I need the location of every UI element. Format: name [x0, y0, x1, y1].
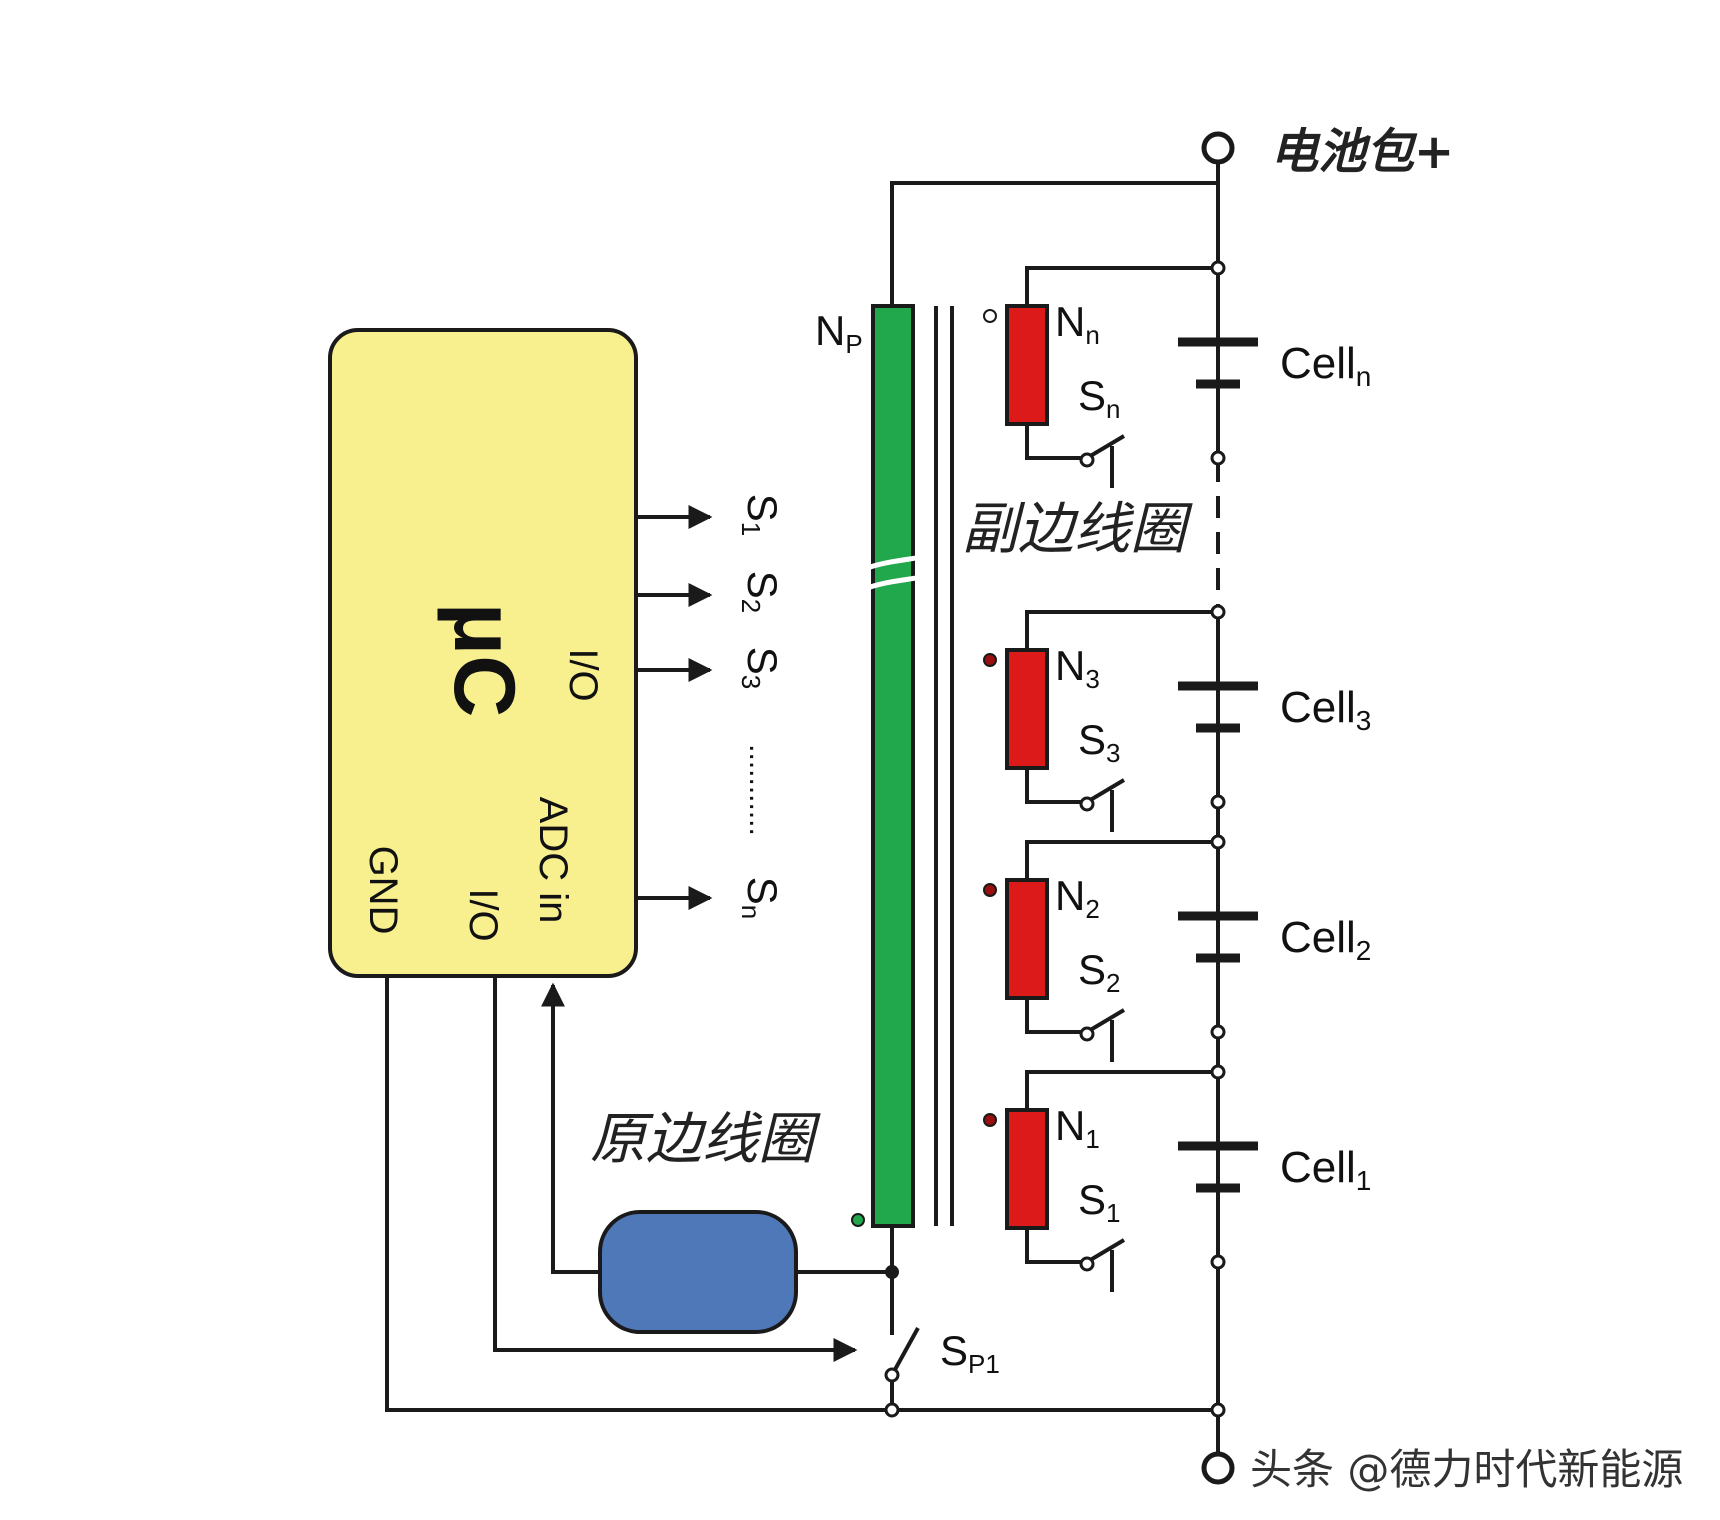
coil-break-mark [861, 549, 949, 593]
output-s2-label: S2 [736, 571, 786, 613]
switch-3-contact [1079, 796, 1095, 812]
cell-1-label: Cell1 [1280, 1143, 1371, 1196]
current-sense-block [598, 1210, 798, 1334]
stage-3-top-wire [1025, 610, 1218, 650]
cell-3-label: Cell3 [1280, 683, 1371, 736]
node-gnd-rail [1210, 1402, 1226, 1418]
switch-3-blade [1085, 778, 1126, 804]
secondary-coil-label: 副边线圈 [962, 497, 1193, 562]
primary-switch: SP1 [884, 1265, 1000, 1418]
gnd-junction [884, 1402, 900, 1418]
cell-stage-2: N2 S2 Cell2 [983, 834, 1371, 1062]
output-s1-label: S1 [736, 494, 786, 536]
stage-2-bottom-wire [1025, 998, 1082, 1034]
switch-1-contact [1079, 1256, 1095, 1272]
cell-stage-n: Nn Sn Celln [983, 260, 1371, 488]
stage-1-bottom-wire [1025, 1228, 1082, 1264]
microcontroller: μC I/O ADC in I/O GND [328, 328, 638, 978]
wire-top-to-primary [890, 181, 1218, 306]
switch-n-label: Sn [1078, 372, 1120, 424]
cell-stage-1: N1 S1 Cell1 [983, 1064, 1371, 1292]
adc-in-label: ADC in [531, 797, 575, 924]
primary-winding-label: NP [815, 307, 863, 359]
node-3-top [1210, 604, 1226, 620]
node-2-bottom [1210, 1024, 1226, 1040]
primary-coil: NP [815, 304, 949, 1228]
cell-2-label: Cell2 [1280, 913, 1371, 966]
switch-2-label: S2 [1078, 946, 1120, 998]
node-3-bottom [1210, 794, 1226, 810]
switch-control-outputs [636, 505, 713, 910]
winding-n-polarity-dot [983, 309, 997, 323]
switch-1-label: S1 [1078, 1176, 1120, 1228]
winding-2-polarity-dot [983, 883, 997, 897]
transformer-core [934, 306, 954, 1226]
output-s3-label: S3 [736, 647, 786, 689]
wire-gnd-rail [385, 976, 1218, 1412]
stage-3-bottom-wire [1025, 768, 1082, 804]
stage-n-top-wire [1025, 266, 1218, 306]
battery-pack-label: 电池包+ [1270, 124, 1454, 180]
primary-switch-contact [884, 1367, 900, 1383]
output-sn-label: Sn [736, 877, 786, 919]
gnd-label: GND [361, 846, 405, 935]
node-1-top [1210, 1064, 1226, 1080]
stage-1-top-wire [1025, 1070, 1218, 1110]
terminal-bottom-circle [1201, 1451, 1235, 1485]
primary-switch-label: SP1 [940, 1327, 1000, 1379]
microcontroller-title: μC [436, 603, 532, 718]
wire-io-to-switch [493, 976, 858, 1362]
battery-pack-positive-terminal: 电池包+ [1201, 124, 1454, 180]
node-1-bottom [1210, 1254, 1226, 1270]
node-n-bottom [1210, 450, 1226, 466]
switch-2-blade [1085, 1008, 1126, 1034]
winding-n-label: Nn [1055, 298, 1100, 350]
cell-stage-3: N3 S3 Cell3 [983, 604, 1371, 832]
switch-n-contact [1079, 452, 1095, 468]
stage-n-bottom-wire [1025, 424, 1082, 460]
winding-1 [1005, 1108, 1049, 1230]
watermark-text: 头条 @德力时代新能源 [1250, 1445, 1683, 1494]
microcontroller-body [328, 328, 638, 978]
switch-output-labels: S1 S2 S3 ........... Sn [736, 494, 786, 919]
wiring [385, 162, 1220, 1455]
wire-sense-left-adc [541, 982, 600, 1274]
switch-1-blade [1085, 1238, 1126, 1264]
io-label-top: I/O [561, 648, 605, 701]
winding-3-polarity-dot [983, 653, 997, 667]
winding-n [1005, 304, 1049, 426]
output-ellipsis: ........... [743, 744, 776, 836]
winding-3 [1005, 648, 1049, 770]
node-n-top [1210, 260, 1226, 276]
primary-polarity-dot [851, 1213, 865, 1227]
winding-1-polarity-dot [983, 1113, 997, 1127]
switch-n-blade [1085, 434, 1126, 460]
terminal-top-circle [1201, 131, 1235, 165]
primary-coil-body [871, 304, 915, 1228]
battery-pack-negative-terminal [1201, 1402, 1235, 1485]
primary-junction-dot [885, 1265, 899, 1279]
winding-2 [1005, 878, 1049, 1000]
winding-1-label: N1 [1055, 1102, 1100, 1154]
primary-coil-label: 原边线圈 [590, 1107, 821, 1172]
switch-3-label: S3 [1078, 716, 1120, 768]
switch-2-contact [1079, 1026, 1095, 1042]
primary-switch-blade [890, 1327, 920, 1376]
cell-n-label: Celln [1280, 339, 1371, 392]
io-label-bottom: I/O [461, 888, 505, 941]
winding-3-label: N3 [1055, 642, 1100, 694]
stage-2-top-wire [1025, 840, 1218, 880]
winding-2-label: N2 [1055, 872, 1100, 924]
node-2-top [1210, 834, 1226, 850]
